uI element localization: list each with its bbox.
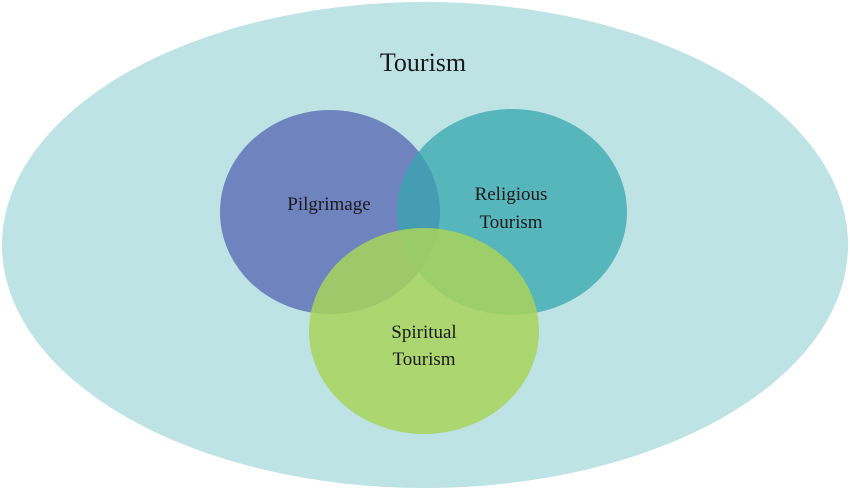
religious-tourism-label-line2: Tourism [479, 212, 542, 233]
spiritual-tourism-label-line2: Tourism [392, 349, 455, 370]
religious-tourism-label-line1: Religious [475, 184, 548, 205]
spiritual-tourism-label-line1: Spiritual [391, 322, 456, 343]
spiritual-tourism-circle [309, 228, 539, 434]
tourism-title: Tourism [380, 48, 466, 77]
pilgrimage-label: Pilgrimage [287, 194, 370, 215]
